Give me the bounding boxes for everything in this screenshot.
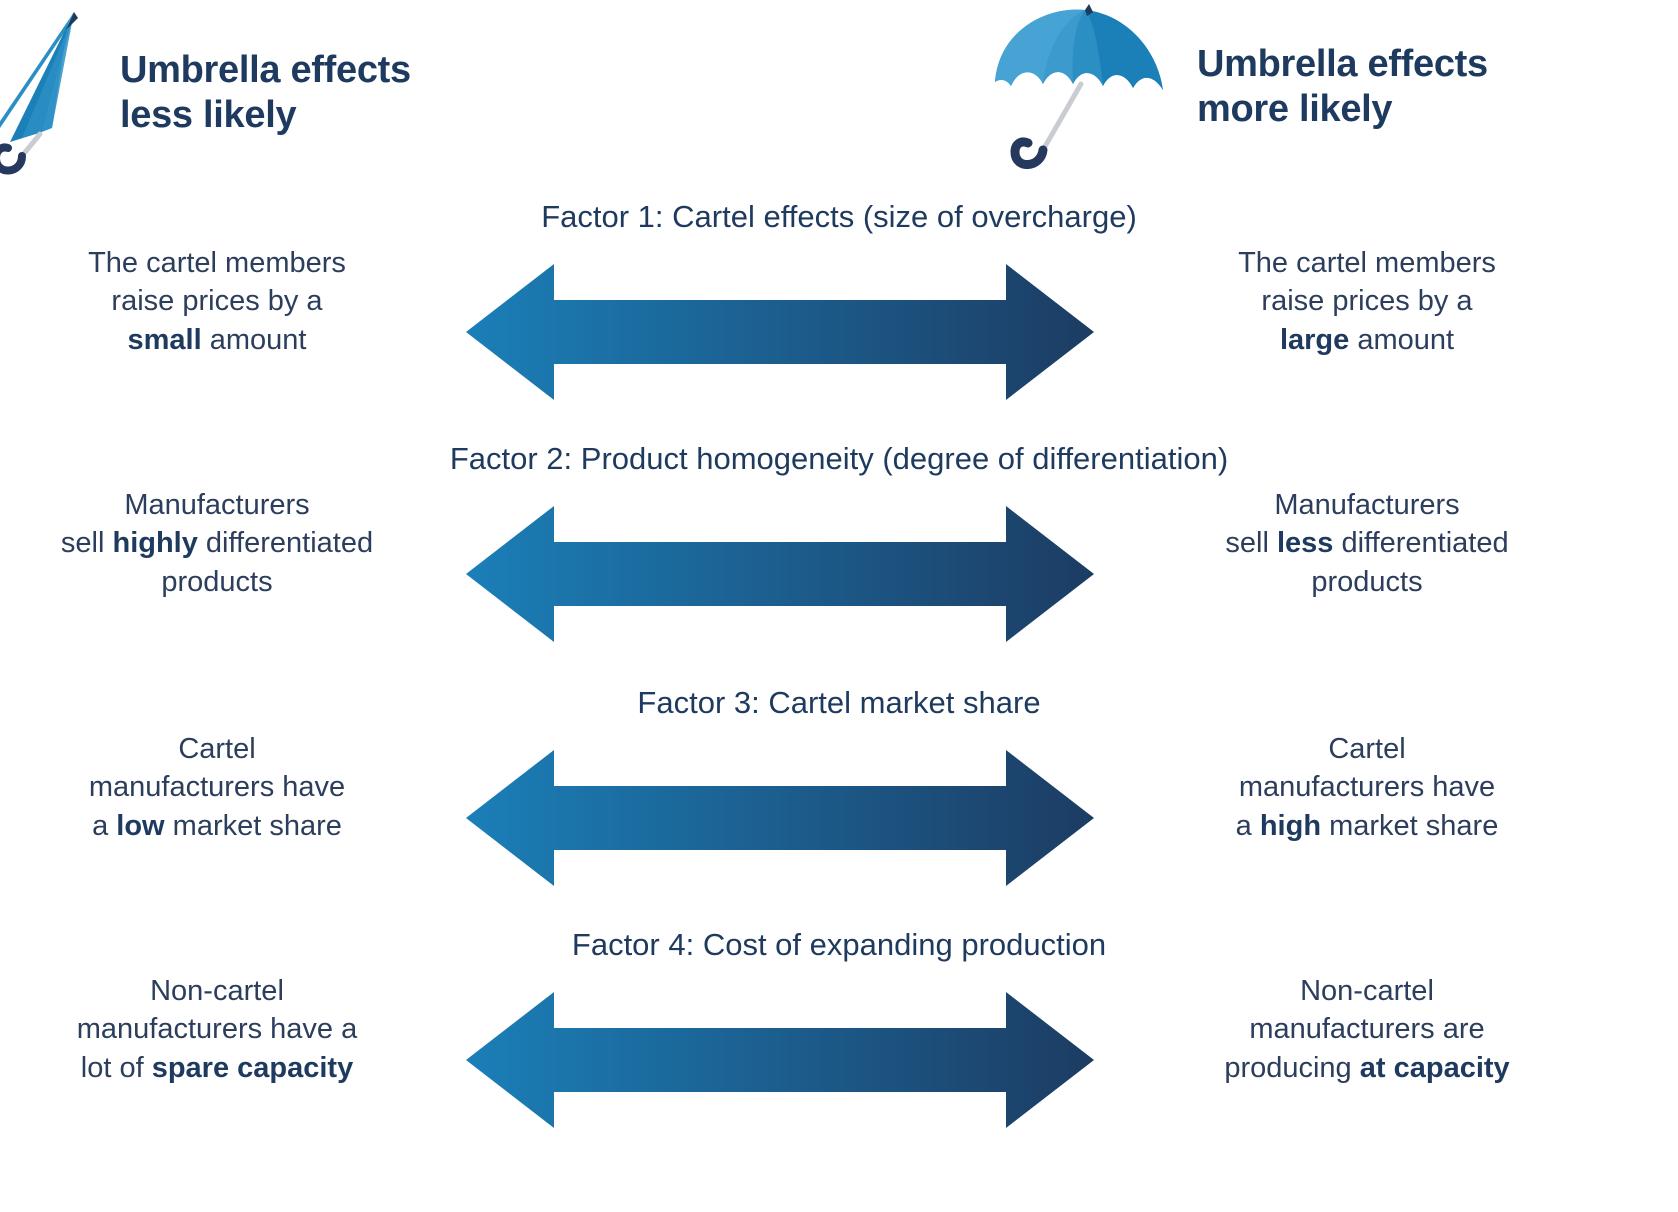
factor-1-arrow bbox=[466, 262, 1094, 402]
factor-4-arrow bbox=[466, 990, 1094, 1130]
factor-row-4: Factor 4: Cost of expanding production N… bbox=[0, 926, 1678, 1166]
closed-umbrella-icon bbox=[0, 10, 102, 175]
factor-heading-2: Factor 2: Product homogeneity (degree of… bbox=[449, 441, 1229, 476]
factor-heading-1: Factor 1: Cartel effects (size of overch… bbox=[541, 199, 1137, 234]
factor-2-arrow bbox=[466, 504, 1094, 644]
header: Umbrella effects less likely bbox=[0, 0, 1678, 185]
open-umbrella-icon bbox=[985, 4, 1175, 169]
factor-row-1: Factor 1: Cartel effects (size of overch… bbox=[0, 198, 1678, 428]
factor-row-2: Factor 2: Product homogeneity (degree of… bbox=[0, 440, 1678, 670]
factor-3-arrow bbox=[466, 748, 1094, 888]
header-more-likely: Umbrella effects more likely bbox=[985, 4, 1488, 169]
factor-heading-4: Factor 4: Cost of expanding production bbox=[571, 927, 1107, 962]
header-title-less-likely: Umbrella effects less likely bbox=[120, 48, 411, 136]
header-less-likely: Umbrella effects less likely bbox=[0, 10, 411, 175]
header-title-more-likely: Umbrella effects more likely bbox=[1197, 42, 1488, 130]
factor-heading-3: Factor 3: Cartel market share bbox=[637, 685, 1041, 720]
